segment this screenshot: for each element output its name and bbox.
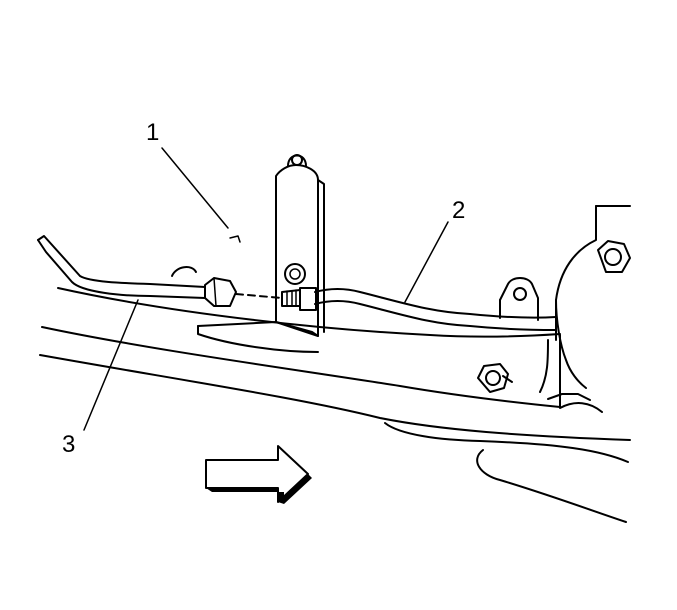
frame-rail: [39, 287, 631, 523]
connection-dashed-line: [235, 293, 283, 299]
tube-nut: [204, 277, 237, 307]
direction-arrow-icon: [205, 445, 312, 504]
callout-2: 2: [452, 197, 465, 224]
callout-3: 3: [62, 431, 75, 458]
brake-line-3: [37, 235, 206, 299]
brake-line-2: [314, 288, 557, 331]
mounting-bracket: [197, 154, 325, 353]
leader-line-1: [161, 147, 229, 229]
small-mark: [229, 235, 241, 243]
frame-tab: [499, 277, 539, 321]
frame-nut: [477, 363, 513, 393]
frame-hole: [171, 266, 197, 277]
housing: [539, 205, 631, 393]
threaded-fitting: [281, 287, 317, 311]
bolt-upper-right: [597, 240, 631, 273]
leader-line-3: [83, 299, 139, 431]
callout-1: 1: [146, 119, 159, 146]
leader-line-2: [404, 221, 449, 303]
